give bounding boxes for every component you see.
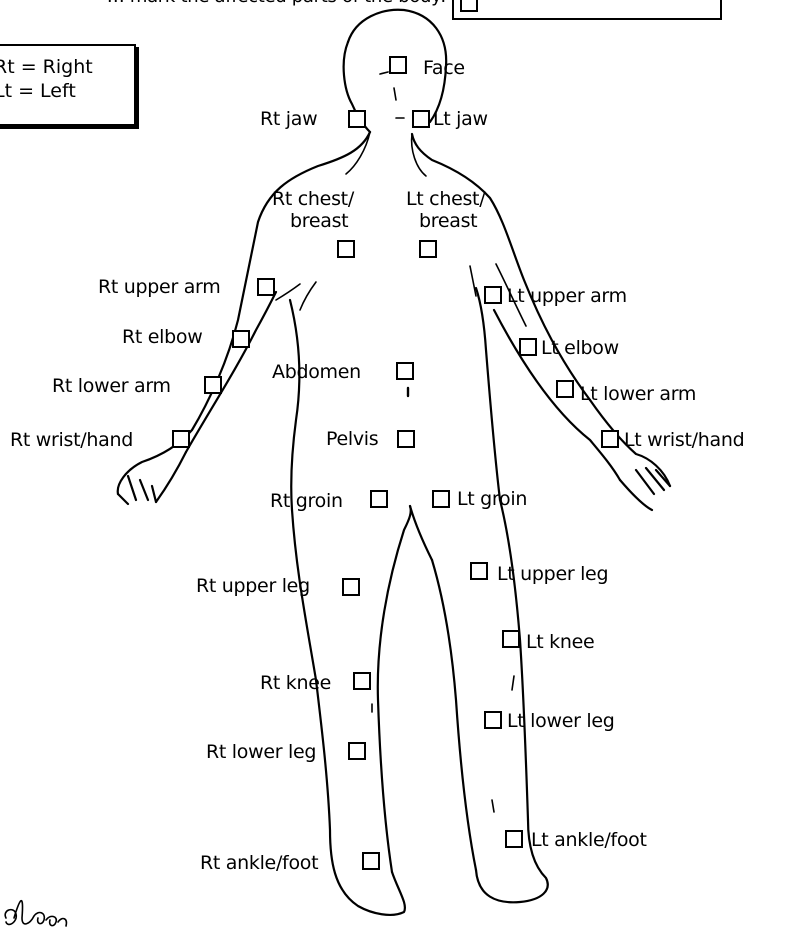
label-lt-groin: Lt groin	[457, 488, 527, 510]
label-abdomen: Abdomen	[272, 361, 361, 383]
label-lt-lower-arm: Lt lower arm	[580, 383, 696, 405]
label-rt-upper-leg: Rt upper leg	[196, 575, 310, 597]
checkbox-lt-lower-arm[interactable]	[556, 380, 574, 398]
label-rt-chest-1: Rt chest/	[272, 188, 354, 210]
label-pelvis: Pelvis	[326, 428, 378, 450]
label-face: Face	[423, 57, 465, 79]
checkbox-lt-groin[interactable]	[432, 490, 450, 508]
label-rt-knee: Rt knee	[260, 672, 331, 694]
label-rt-ankle-foot: Rt ankle/foot	[200, 852, 318, 874]
label-rt-upper-arm: Rt upper arm	[98, 276, 220, 298]
checkbox-rt-upper-leg[interactable]	[342, 578, 360, 596]
legend-left: Lt = Left	[0, 80, 76, 102]
top-checkbox[interactable]	[460, 0, 478, 12]
label-rt-wrist-hand: Rt wrist/hand	[10, 429, 133, 451]
checkbox-face[interactable]	[389, 56, 407, 74]
label-rt-lower-leg: Rt lower leg	[206, 741, 316, 763]
checkbox-rt-chest[interactable]	[337, 240, 355, 258]
checkbox-pelvis[interactable]	[397, 430, 415, 448]
label-lt-chest-1: Lt chest/	[406, 188, 485, 210]
checkbox-lt-wrist-hand[interactable]	[601, 430, 619, 448]
label-lt-wrist-hand: Lt wrist/hand	[624, 429, 744, 451]
checkbox-lt-upper-leg[interactable]	[470, 562, 488, 580]
label-lt-jaw: Lt jaw	[433, 108, 488, 130]
checkbox-rt-jaw[interactable]	[348, 110, 366, 128]
label-rt-lower-arm: Rt lower arm	[52, 375, 171, 397]
label-lt-lower-leg: Lt lower leg	[507, 710, 615, 732]
checkbox-rt-groin[interactable]	[370, 490, 388, 508]
checkbox-rt-knee[interactable]	[353, 672, 371, 690]
checkbox-lt-ankle-foot[interactable]	[505, 830, 523, 848]
checkbox-lt-chest[interactable]	[419, 240, 437, 258]
checkbox-rt-lower-leg[interactable]	[348, 742, 366, 760]
checkbox-rt-wrist-hand[interactable]	[172, 430, 190, 448]
instruction-text: … mark the affected parts of the body:	[107, 0, 446, 8]
legend-right: Rt = Right	[0, 56, 93, 78]
label-rt-jaw: Rt jaw	[260, 108, 317, 130]
checkbox-lt-upper-arm[interactable]	[484, 286, 502, 304]
instruction-text-container: … mark the affected parts of the body:	[0, 0, 452, 8]
checkbox-rt-lower-arm[interactable]	[204, 376, 222, 394]
label-lt-chest-2: breast	[419, 210, 477, 232]
checkbox-abdomen[interactable]	[396, 362, 414, 380]
checkbox-lt-jaw[interactable]	[412, 110, 430, 128]
checkbox-rt-ankle-foot[interactable]	[362, 852, 380, 870]
checkbox-lt-knee[interactable]	[502, 630, 520, 648]
top-answer-box	[452, 0, 722, 20]
checkbox-lt-elbow[interactable]	[519, 338, 537, 356]
handwritten-signature	[0, 888, 70, 930]
label-lt-elbow: Lt elbow	[541, 337, 619, 359]
label-lt-knee: Lt knee	[526, 631, 594, 653]
checkbox-rt-elbow[interactable]	[232, 330, 250, 348]
label-rt-groin: Rt groin	[270, 490, 343, 512]
label-rt-elbow: Rt elbow	[122, 326, 202, 348]
checkbox-rt-upper-arm[interactable]	[257, 278, 275, 296]
label-lt-upper-leg: Lt upper leg	[497, 563, 608, 585]
label-lt-upper-arm: Lt upper arm	[507, 285, 627, 307]
label-lt-ankle-foot: Lt ankle/foot	[531, 829, 647, 851]
legend-box: Rt = Right Lt = Left	[0, 44, 136, 126]
label-rt-chest-2: breast	[290, 210, 348, 232]
checkbox-lt-lower-leg[interactable]	[484, 711, 502, 729]
